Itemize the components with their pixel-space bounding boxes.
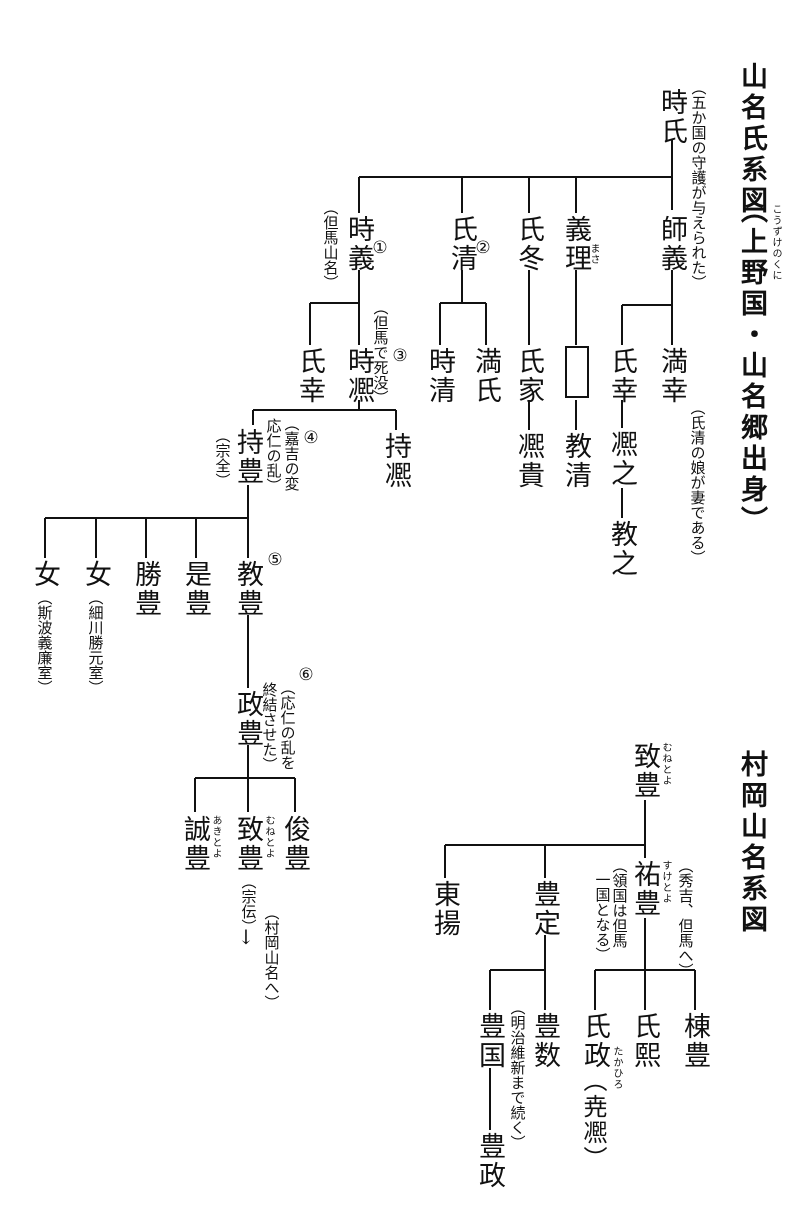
note-suketoyo-c: 一国となる） (593, 872, 612, 962)
subtitle-ruby: こうずけのくに (770, 204, 781, 281)
note-suketoyo-a: （秀吉、但馬へ） (676, 858, 695, 978)
circled-number-1: ① (370, 238, 390, 258)
person-yoshimasa: 義理 (560, 215, 591, 273)
note-muraoka: （村岡山名へ） (262, 905, 281, 1010)
ruby-yoshimasa: まさ (588, 243, 599, 265)
person-toyomasa: 豊政 (474, 1132, 505, 1190)
person-mitsuyuki: 満幸 (656, 347, 687, 405)
person-tokihiro: 時凞 (343, 347, 374, 405)
person-higashi: 東揚 (429, 880, 460, 938)
person-munetoyo2: 棟豊 (679, 1012, 710, 1070)
diagram-title: 山名氏系図 (736, 62, 767, 217)
person-koretoyo: 是豊 (180, 560, 211, 618)
note-mitsuyuki: （氏清の娘が妻である） (688, 400, 707, 565)
ruby-suketoyo: すけとよ (660, 860, 671, 904)
person-toyokuni: 豊国 (474, 1012, 505, 1070)
circled-number-2: ② (473, 238, 493, 258)
person-noriyuki: 教之 (606, 520, 637, 578)
person-munetoyo-b: 致豊 (629, 742, 660, 800)
person-ujiyuki-b: 氏幸 (294, 347, 325, 405)
note-mochitoyo-b: 応仁の乱） (264, 418, 283, 493)
person-suketoyo: 祐豊 (629, 860, 660, 918)
note-ujimasa: （尭凞） (579, 1068, 607, 1172)
circled-number-4: ④ (301, 428, 321, 448)
note-mochitoyo-a: （嘉吉の変 (282, 416, 301, 491)
person-ujifuyu: 氏冬 (513, 215, 544, 273)
person-toyosada: 豊定 (529, 880, 560, 938)
arrow-down: ↓ (234, 925, 258, 949)
person-tokikiyo: 時清 (424, 347, 455, 405)
person-masatoyo: 政豊 (232, 690, 263, 748)
person-ujiyuki-a: 氏幸 (606, 347, 637, 405)
muraoka-title: 村岡山名系図 (736, 750, 767, 936)
ruby-akitoyo: あきとよ (210, 815, 221, 859)
ruby-ujimasa: たかひろ (611, 1046, 622, 1090)
note-suketoyo-b: （領国は但馬 (610, 858, 629, 948)
person-moroyoshi: 師義 (656, 215, 687, 273)
person-ujimasa: 氏政 (579, 1012, 610, 1070)
person-katsutoyo: 勝豊 (130, 560, 161, 618)
note-mochitoyo-c: （宗全） (213, 428, 232, 488)
person-tokiyoshi: 時義 (343, 215, 374, 273)
note-toyokazu: （明治維新まで続く） (508, 1000, 527, 1150)
person-tokiuji: 時氏 (656, 88, 687, 146)
person-ujikiyo: 氏清 (446, 215, 477, 273)
unknown-descendant-box (565, 346, 589, 398)
person-ujiie: 氏家 (513, 347, 544, 405)
note-tokiyoshi: （但馬山名） (321, 200, 340, 290)
person-hiroki: 凞貴 (513, 432, 544, 490)
note-onna-1: （斯波義廉室） (35, 590, 54, 695)
person-hiroyuki: 凞之 (606, 430, 637, 488)
diagram-subtitle: （上野国・山名郷出身） (736, 196, 767, 537)
person-toyokazu: 豊数 (529, 1012, 560, 1070)
person-toshitoyo: 俊豊 (279, 815, 310, 873)
circled-number-3: ③ (390, 346, 410, 366)
note-tokiuji: （五か国の守護が与えられた） (689, 80, 708, 290)
ruby-munetoyo-a: むねとよ (263, 815, 274, 859)
note-masatoyo-b: 終結させた） (260, 682, 279, 772)
person-ujihiro: 氏熙 (629, 1012, 660, 1070)
note-onna-2: （細川勝元室） (86, 590, 105, 695)
circled-number-5: ⑤ (265, 550, 285, 570)
person-akitoyo: 誠豊 (179, 815, 210, 873)
person-mitsuuji: 満氏 (470, 347, 501, 405)
note-munetoyo-a: （宗伝） (239, 874, 258, 934)
person-onna-1: 女 (29, 560, 60, 589)
person-onna-2: 女 (80, 560, 111, 589)
person-mochitoyo: 持豊 (232, 428, 263, 486)
person-munetoyo-a: 致豊 (232, 815, 263, 873)
person-mochihiro: 持凞 (380, 432, 411, 490)
ruby-munetoyo-b: むねとよ (660, 742, 671, 786)
note-tokihiro: （但馬で死没） (371, 300, 390, 405)
person-noritoyo: 教豊 (232, 560, 263, 618)
circled-number-6: ⑥ (296, 665, 316, 685)
person-norikiyo: 教清 (560, 432, 591, 490)
note-masatoyo-a: （応仁の乱を (278, 680, 297, 770)
